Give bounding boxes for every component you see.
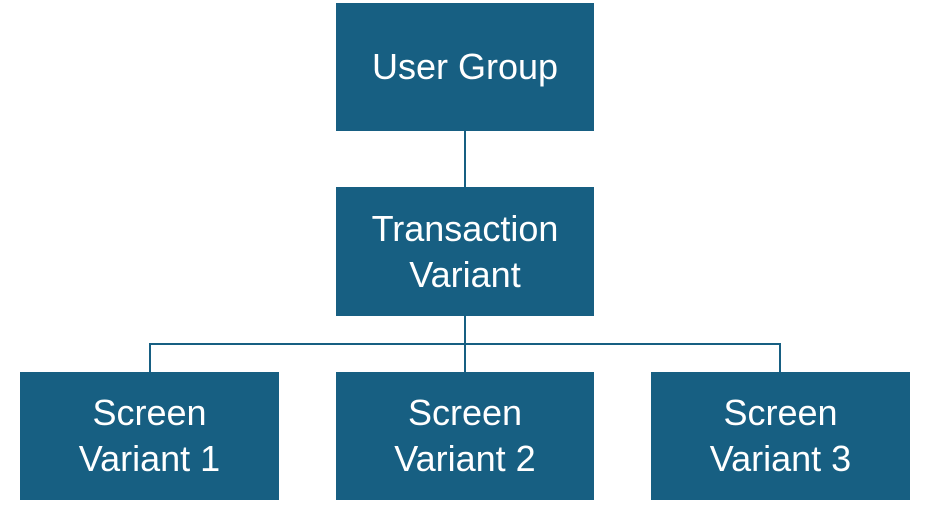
connector-root-to-middle (464, 131, 466, 187)
node-user-group-label: User Group (371, 46, 559, 87)
connector-middle-stem (464, 316, 466, 344)
connector-to-screen-variant-1 (149, 343, 151, 372)
node-screen-variant-2-label: Screen Variant 2 (394, 392, 536, 479)
node-screen-variant-1-label: Screen Variant 1 (78, 392, 221, 479)
node-user-group: User Group (336, 3, 594, 131)
node-transaction-variant-label: Transaction Variant (371, 207, 559, 295)
connector-to-screen-variant-2 (464, 343, 466, 372)
node-screen-variant-3-label: Screen Variant 3 (709, 392, 852, 479)
node-transaction-variant: Transaction Variant (336, 187, 594, 316)
node-screen-variant-3: Screen Variant 3 (651, 372, 910, 500)
connector-to-screen-variant-3 (779, 343, 781, 372)
node-screen-variant-1: Screen Variant 1 (20, 372, 279, 500)
node-screen-variant-2: Screen Variant 2 (336, 372, 594, 500)
